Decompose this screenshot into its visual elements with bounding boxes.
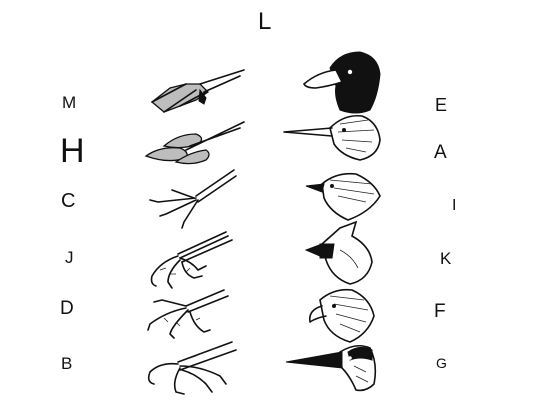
duck-head-icon: [303, 51, 381, 114]
right-label-5: F: [434, 301, 446, 322]
webbed-foot-icon: [150, 69, 245, 113]
perching-foot-icon: [149, 169, 237, 229]
left-label-5: D: [60, 298, 74, 319]
right-label-1: E: [435, 95, 448, 115]
left-label-2: H: [60, 132, 85, 170]
cardinal-head-icon: [304, 220, 373, 285]
right-label-3: I: [452, 197, 457, 214]
climbing-foot-icon: [150, 231, 233, 289]
left-label-1: M: [62, 93, 77, 112]
raptor-talon-foot-icon: [147, 341, 237, 395]
lobed-foot-icon: [144, 121, 245, 165]
right-label-2: A: [434, 142, 447, 163]
left-label-3: C: [61, 190, 76, 212]
scratching-foot-icon: [147, 289, 229, 339]
long-bill-head-icon: [283, 114, 381, 161]
right-label-6: G: [436, 355, 447, 371]
heron-head-icon: [285, 344, 377, 392]
diagram-title: L: [258, 8, 272, 35]
finch-head-icon: [305, 172, 381, 221]
pheasant-head-icon: [308, 288, 375, 343]
right-label-4: K: [440, 249, 452, 268]
left-label-4: J: [65, 248, 74, 267]
left-label-6: B: [61, 354, 73, 373]
